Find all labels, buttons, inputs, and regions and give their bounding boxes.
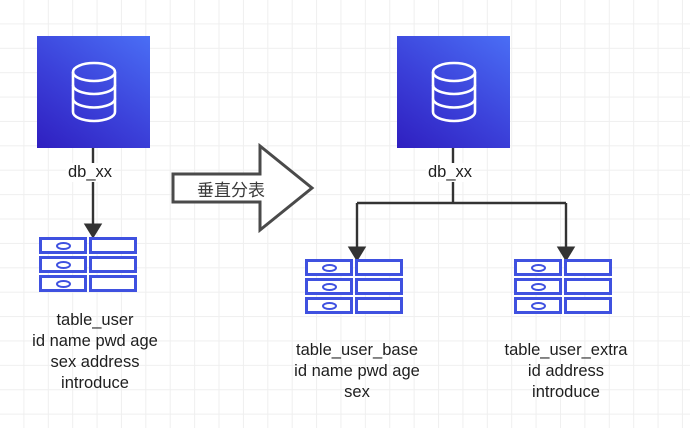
table-cell-value [355,297,403,314]
record-oval-icon [321,282,337,291]
table-cell-value [89,275,137,292]
table-row [305,297,403,314]
table-row [305,278,403,295]
record-oval-icon [55,279,71,288]
table-cell-value [564,297,612,314]
table-cell-value [89,256,137,273]
vertical-split-arrow-label: 垂直分表 [197,181,265,200]
block-arrow-icon [171,142,315,234]
target-table-extra-caption: table_user_extra id address introduce [504,341,628,401]
table-row [514,297,612,314]
table-row [305,259,403,276]
table-row [514,259,612,276]
record-oval-icon [530,301,546,310]
table-row [39,275,137,292]
record-oval-icon [530,282,546,291]
record-oval-icon [530,263,546,272]
table-cell-key [305,259,353,276]
target-table-base-node[interactable] [305,259,403,314]
target-table-base-caption: table_user_base id name pwd age sex [294,341,420,401]
source-db-label: db_xx [66,163,115,182]
target-table-extra-node[interactable] [514,259,612,314]
table-cell-key [39,256,87,273]
table-row [514,278,612,295]
table-cell-key [514,259,562,276]
record-oval-icon [55,241,71,250]
table-cell-value [355,278,403,295]
database-cylinder-icon [431,61,476,123]
table-row [39,256,137,273]
source-database-node[interactable] [37,36,150,148]
table-row [39,237,137,254]
table-cell-key [514,278,562,295]
table-cell-value [89,237,137,254]
record-oval-icon [55,260,71,269]
record-oval-icon [321,263,337,272]
table-cell-value [564,278,612,295]
database-cylinder-icon [71,61,116,123]
source-table-node[interactable] [39,237,137,292]
table-cell-value [355,259,403,276]
table-cell-key [39,275,87,292]
target-db-label: db_xx [426,163,475,182]
source-table-caption: table_user id name pwd age sex address i… [32,311,158,392]
table-cell-key [514,297,562,314]
record-oval-icon [321,301,337,310]
target-database-node[interactable] [397,36,510,148]
vertical-split-arrow: 垂直分表 [171,142,315,238]
table-cell-key [39,237,87,254]
table-cell-key [305,297,353,314]
table-cell-key [305,278,353,295]
table-cell-value [564,259,612,276]
